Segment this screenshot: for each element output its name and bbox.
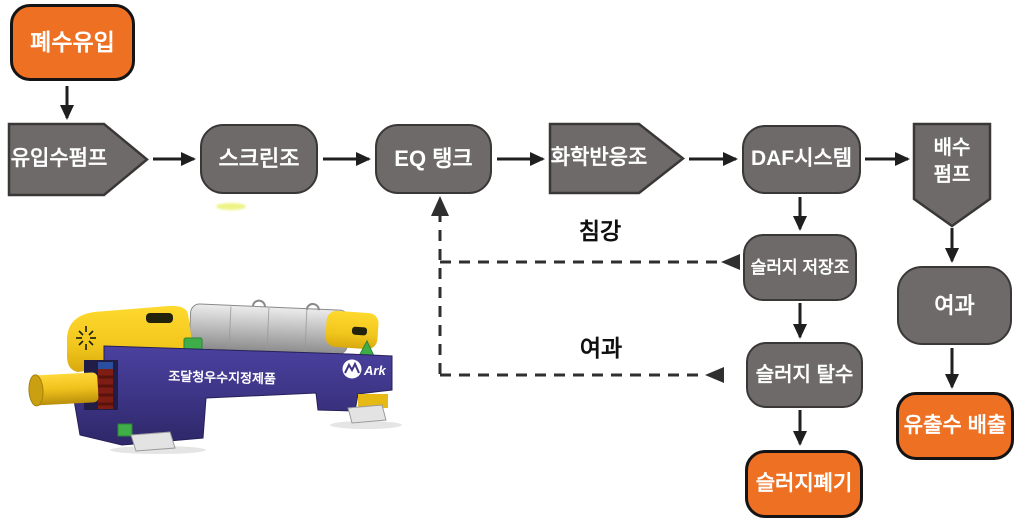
ark-logo: Ark <box>342 359 386 379</box>
node-filtration: 여과 <box>897 266 1012 345</box>
node-label: 화학반응조 <box>550 146 648 170</box>
node-label: 폐수유입 <box>30 29 115 56</box>
node-label: 배수 펌프 <box>933 137 971 186</box>
node-label: EQ 탱크 <box>394 146 473 172</box>
vent-slot-icon <box>351 326 368 336</box>
feedback-arrowheads <box>431 196 740 383</box>
node-eq-tank: EQ 탱크 <box>375 124 492 194</box>
decanter-centrifuge-image: 조달청우수지정제품 Ark <box>28 299 402 454</box>
machine-right-cap <box>325 310 379 350</box>
node-chemical-reactor: 화학반응조 <box>543 124 655 193</box>
node-sludge-storage: 슬러지 저장조 <box>743 234 857 301</box>
blue-component <box>98 362 113 369</box>
machine-bodytext: 조달청우수지정제품 <box>168 369 276 387</box>
node-sludge-dewatering: 슬러지 탈수 <box>746 342 863 408</box>
starburst-icon <box>76 326 96 350</box>
feedback-dashed-lines <box>438 212 718 377</box>
chemical-reactor-shape <box>548 122 686 195</box>
node-label: 여과 <box>934 292 975 318</box>
feedback-label-filtration: 여과 <box>579 335 623 361</box>
flow-arrows <box>60 86 959 446</box>
node-label: 유출수 배출 <box>903 413 1007 437</box>
machine-shadow <box>110 446 206 454</box>
machine-drum <box>188 299 349 355</box>
mountain-icon <box>344 361 360 374</box>
node-label: 슬러지 저장조 <box>750 257 850 277</box>
node-daf-system: DAF시스템 <box>742 125 861 194</box>
node-label: DAF시스템 <box>750 147 853 171</box>
ark-logo-text: Ark <box>363 363 386 378</box>
vent-slot-icon <box>146 313 173 323</box>
machine-frame <box>72 345 393 446</box>
yellow-smudge-artifact <box>216 203 246 210</box>
drain-pump-shape <box>912 122 992 228</box>
machine-shadow <box>330 421 402 429</box>
node-label: 스크린조 <box>218 146 300 172</box>
lifting-lug-icon <box>305 302 320 311</box>
feed-pipe <box>28 372 99 407</box>
yellow-foot-bracket <box>358 394 388 408</box>
machine-feet <box>130 394 388 452</box>
node-label: 슬러지 탈수 <box>755 363 854 386</box>
node-sludge-disposal: 슬러지폐기 <box>745 450 863 518</box>
node-drain-pump: 배수 펌프 <box>914 126 990 198</box>
node-label: 슬러지폐기 <box>755 471 853 495</box>
red-coil <box>98 369 113 409</box>
inflow-pump-shape <box>7 122 149 197</box>
node-screen-tank: 스크린조 <box>200 124 318 194</box>
lifting-lug-icon <box>251 299 266 307</box>
green-bracket <box>117 423 133 437</box>
node-waste-inflow: 폐수유입 <box>10 4 135 81</box>
node-inflow-pump: 유입수펌프 <box>8 123 110 196</box>
node-effluent-discharge: 유출수 배출 <box>896 392 1014 460</box>
feedback-label-settling: 침강 <box>578 218 622 244</box>
node-label: 유입수펌프 <box>10 147 108 171</box>
